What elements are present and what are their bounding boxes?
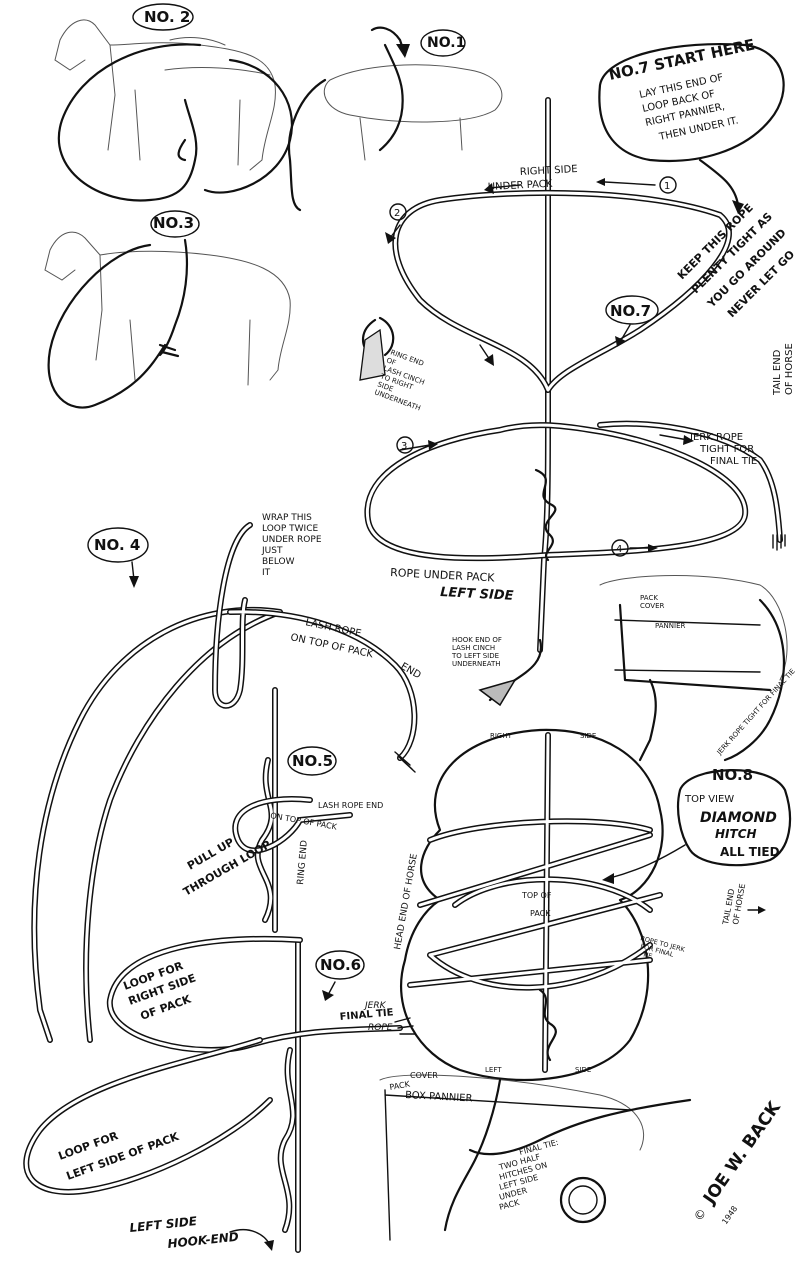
start-line1: NO.7 START HERE <box>607 35 756 84</box>
right-label: RIGHT <box>490 732 513 740</box>
step-4: 4 <box>616 544 622 555</box>
svg-text:WRAP THIS: WRAP THIS <box>262 513 312 523</box>
label-no4: NO. 4 <box>94 536 140 554</box>
ring-icon-bottom <box>561 1178 605 1222</box>
top-of-1: TOP OF <box>521 891 552 900</box>
jerk-tight-label: JERK ROPE TIGHT FOR FINAL TIE <box>715 667 797 757</box>
svg-text:HOOK END OF: HOOK END OF <box>452 636 502 644</box>
label-right-side: RIGHT SIDE <box>520 164 578 178</box>
lower-loop-rope <box>367 425 745 558</box>
rope-loop-no2 <box>59 44 292 200</box>
svg-text:BELOW: BELOW <box>262 557 295 567</box>
diamond-label: DIAMOND <box>700 810 777 826</box>
final-tie-note: FINAL TIE: TWO HALF HITCHES ON LEFT SIDE… <box>497 1138 559 1212</box>
cover-label-bottom: COVER <box>410 1071 438 1080</box>
hook-end-note: HOOK END OF LASH CINCH TO LEFT SIDE UNDE… <box>451 636 502 668</box>
step-3: 3 <box>401 441 407 452</box>
step-2: 2 <box>394 208 400 219</box>
svg-text:UNDERNEATH: UNDERNEATH <box>373 388 421 412</box>
left-side-no6: LEFT SIDE <box>129 1214 199 1235</box>
hitch-label: HITCH <box>715 827 757 841</box>
signature: © JOE W. BACK 1948 <box>691 1098 785 1227</box>
figure-no3: NO.3 <box>45 211 290 408</box>
rope-under-pack: ROPE UNDER PACK <box>390 566 496 584</box>
figure-no7: RIGHT SIDE UNDER PACK 1 2 3 4 KEEP THIS … <box>360 100 797 705</box>
hook-icon-no1 <box>396 44 410 58</box>
top-of-2: PACK <box>530 909 551 918</box>
label-no6: NO.6 <box>320 956 361 974</box>
pack-cover-2: COVER <box>640 602 664 610</box>
label-no7-circle: NO.7 <box>610 302 651 320</box>
figure-no4: NO. 4 WRAP THIS LOOP TWICE UNDER ROPE JU… <box>34 513 423 1040</box>
svg-text:IT: IT <box>262 568 271 578</box>
lash-rope-end: LASH ROPE END <box>318 801 383 810</box>
tail-end-2: OF HORSE <box>784 343 795 395</box>
svg-text:LOOP TWICE: LOOP TWICE <box>262 524 318 534</box>
signature-name: JOE W. BACK <box>699 1098 785 1209</box>
pack-cover-1: PACK <box>640 594 658 602</box>
diamond-ropes <box>410 735 660 1070</box>
loop-left-2: LEFT SIDE OF PACK <box>65 1130 181 1183</box>
bottom-sketch: PACK COVER BOX PANNIER FINAL TIE: TWO HA… <box>380 1071 690 1240</box>
left-side: LEFT SIDE <box>440 585 514 604</box>
on-top-label: ON TOP OF PACK <box>289 632 374 660</box>
signature-year: 1948 <box>720 1204 739 1226</box>
side-bottom-label: SIDE <box>575 1066 591 1074</box>
side-sketch: PACK COVER PANNIER JERK ROPE TIGHT FOR F… <box>600 576 797 760</box>
svg-text:TO LEFT SIDE: TO LEFT SIDE <box>451 652 499 660</box>
pack-sketch-no1 <box>324 65 502 122</box>
figure-no2: NO. 2 <box>55 4 292 200</box>
pannier-label: PANNIER <box>655 622 686 630</box>
head-end: HEAD END OF HORSE <box>393 853 420 951</box>
upper-loop-rope <box>395 193 729 390</box>
all-tied-label: ALL TIED <box>720 845 780 859</box>
jerk-3: FINAL TIE <box>710 456 757 467</box>
horse-sketch-no3 <box>45 232 290 385</box>
label-no2: NO. 2 <box>144 8 190 26</box>
hook-icon <box>480 680 515 705</box>
left-label: LEFT <box>485 1066 502 1074</box>
jerk-2: TIGHT FOR <box>699 444 754 455</box>
svg-text:JUST: JUST <box>261 546 283 556</box>
horse-sketch-no2 <box>55 20 275 170</box>
start-here-bubble: NO.7 START HERE LAY THIS END OF LOOP BAC… <box>599 35 783 214</box>
ring-end-no5: RING END <box>296 840 310 886</box>
label-no5: NO.5 <box>292 752 333 770</box>
top-view: TOP VIEW <box>684 794 734 805</box>
jerk-rope-no6-1: JERK <box>363 1001 387 1011</box>
step-1: 1 <box>664 181 670 192</box>
svg-text:UNDER ROPE: UNDER ROPE <box>262 535 322 545</box>
signature-copyright: © <box>691 1206 709 1224</box>
rope-no1 <box>289 45 403 210</box>
svg-text:LASH CINCH: LASH CINCH <box>452 644 495 652</box>
side-top-label: SIDE <box>580 732 596 740</box>
box-pannier: BOX PANNIER <box>405 1090 473 1105</box>
rope-loop-no3 <box>49 240 187 408</box>
hook-end-no6: HOOK-END <box>167 1230 240 1251</box>
wrap-note: WRAP THIS LOOP TWICE UNDER ROPE JUST BEL… <box>261 513 322 578</box>
svg-text:UNDERNEATH: UNDERNEATH <box>452 660 500 668</box>
jerk-rope-no6-2: ROPE <box>368 1023 393 1033</box>
label-no1: NO.1 <box>427 35 465 51</box>
rope-to-jerk-note: ROPE TO JERK FOR FINAL TIE <box>639 934 686 960</box>
jerk-1: JERK ROPE <box>689 432 743 443</box>
figure-no5: NO.5 LASH ROPE END ON TOP OF PACK PULL U… <box>181 690 383 930</box>
tail-end-1: TAIL END <box>772 349 783 396</box>
figure-no8: RIGHT SIDE NO.8 TOP VIEW DIAMOND HITCH A… <box>393 730 790 1080</box>
label-no8: NO.8 <box>712 766 753 784</box>
left-loop-no6 <box>26 1040 270 1192</box>
label-no3: NO.3 <box>153 214 194 232</box>
figure-no1: NO.1 <box>289 28 502 210</box>
